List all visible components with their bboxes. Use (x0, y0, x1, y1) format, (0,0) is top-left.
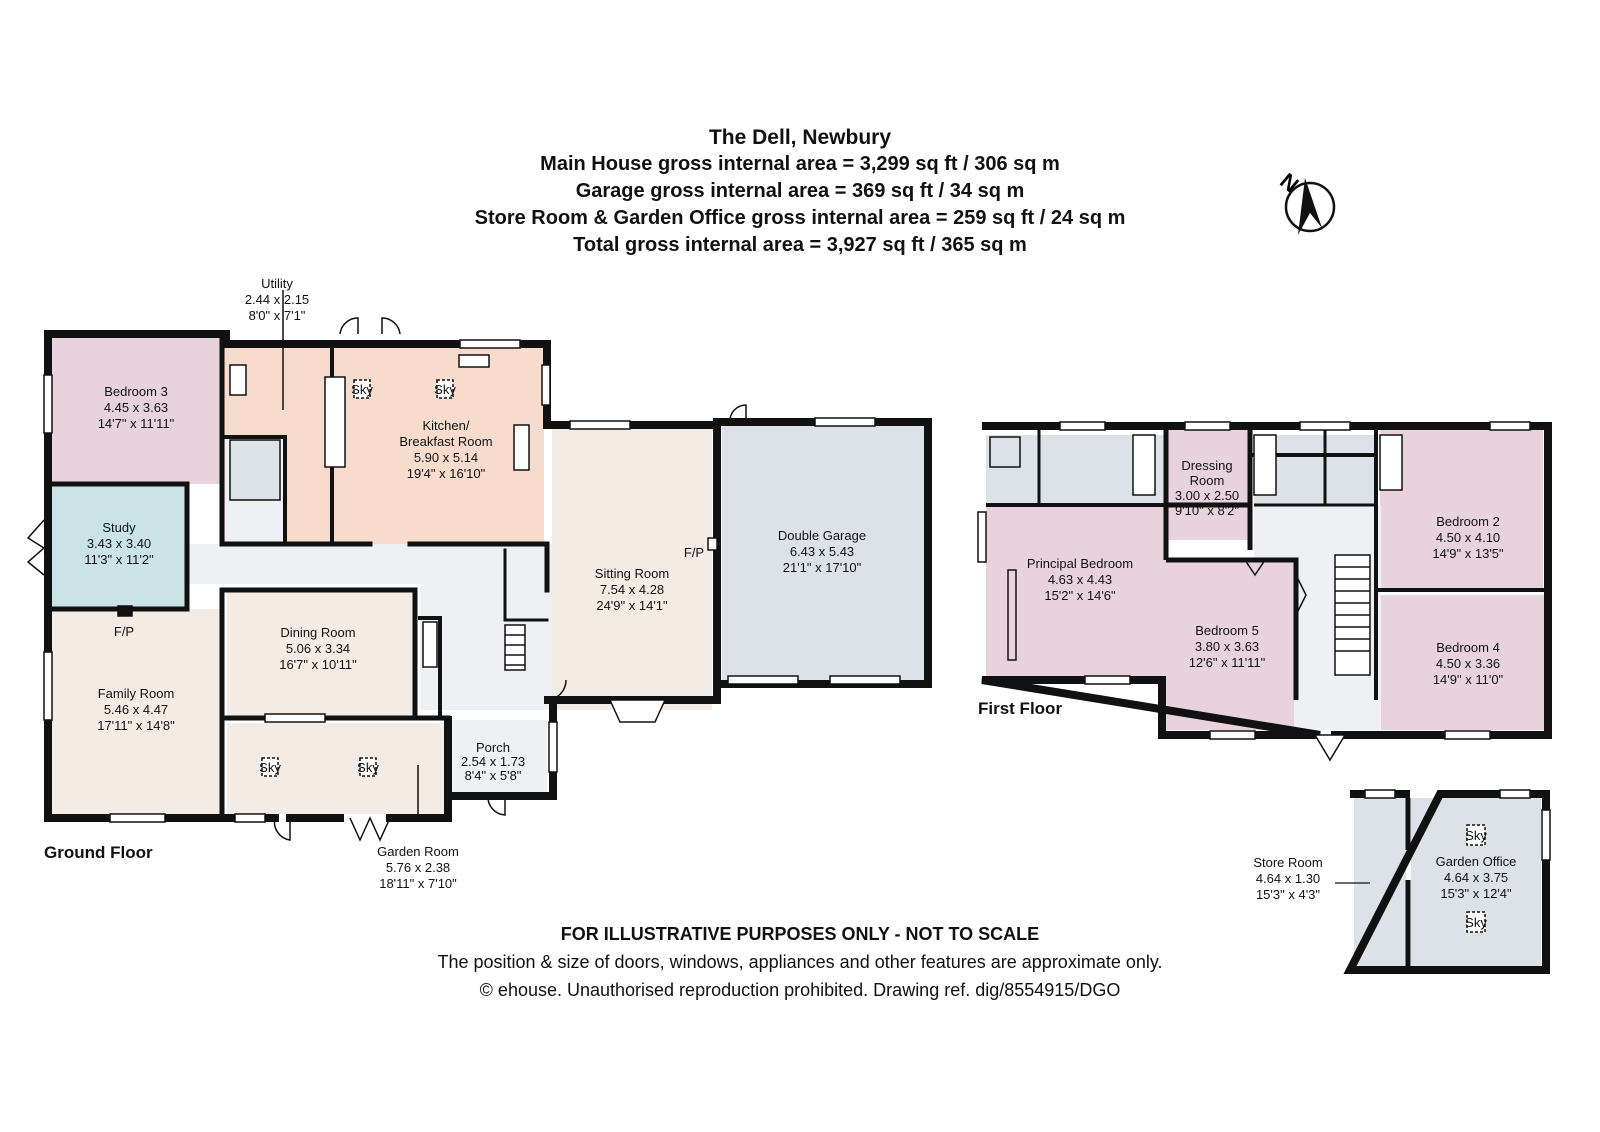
kitchen-name: Kitchen/ (423, 418, 470, 433)
room-bedroom-2: Bedroom 2 4.50 x 4.10 14'9" x 13'5" (1432, 514, 1504, 561)
sitting-name: Sitting Room (595, 566, 669, 581)
study-imperial: 11'3" x 11'2" (84, 552, 154, 567)
porch-metric: 2.54 x 1.73 (461, 754, 525, 769)
family-metric: 5.46 x 4.47 (104, 702, 168, 717)
porch-imperial: 8'4" x 5'8" (465, 768, 522, 783)
sitting-metric: 7.54 x 4.28 (600, 582, 664, 597)
porch-name: Porch (476, 740, 510, 755)
footer: FOR ILLUSTRATIVE PURPOSES ONLY - NOT TO … (0, 920, 1600, 1004)
compass-letter: N (1275, 168, 1303, 197)
bedroom2-name: Bedroom 2 (1436, 514, 1500, 529)
ground-floor-label: Ground Floor (44, 843, 153, 862)
utility-imperial: 8'0" x 7'1" (249, 308, 306, 323)
garage-name: Double Garage (778, 528, 866, 543)
sky-label: Sky (434, 382, 456, 397)
sky-label: Sky (259, 760, 281, 775)
outbuilding (1343, 789, 1551, 974)
area-store-office: Store Room & Garden Office gross interna… (474, 207, 1126, 229)
first-floor-details (977, 421, 1531, 762)
room-bedroom-4: Bedroom 4 4.50 x 3.36 14'9" x 11'0" (1433, 640, 1504, 687)
kitchen-metric: 5.90 x 5.14 (414, 450, 478, 465)
bedroom4-name: Bedroom 4 (1436, 640, 1500, 655)
bedroom3-name: Bedroom 3 (104, 384, 168, 399)
store-imperial: 15'3" x 4'3" (1256, 887, 1320, 902)
room-garden-office: Garden Office 4.64 x 3.75 15'3" x 12'4" (1436, 854, 1517, 901)
room-sitting: Sitting Room 7.54 x 4.28 24'9" x 14'1" (595, 566, 669, 613)
garden-room-name: Garden Room (377, 844, 459, 859)
room-utility: Utility 2.44 x 2.15 8'0" x 7'1" (245, 276, 309, 323)
dressing-imperial: 9'10" x 8'2" (1175, 503, 1239, 518)
garden-room-imperial: 18'11" x 7'10" (379, 876, 457, 891)
kitchen-imperial: 19'4" x 16'10" (407, 466, 486, 481)
bedroom4-imperial: 14'9" x 11'0" (1433, 672, 1504, 687)
disclaimer: FOR ILLUSTRATIVE PURPOSES ONLY - NOT TO … (560, 924, 1040, 944)
property-title: The Dell, Newbury (708, 126, 892, 149)
room-dressing: Dressing Room 3.00 x 2.50 9'10" x 8'2" (1175, 458, 1240, 518)
sky-label: Sky (351, 382, 373, 397)
garden-office-imperial: 15'3" x 12'4" (1440, 886, 1512, 901)
sky-label: Sky (1465, 915, 1487, 930)
copyright: © ehouse. Unauthorised reproduction proh… (479, 980, 1121, 1000)
garage-metric: 6.43 x 5.43 (790, 544, 854, 559)
dressing-metric: 3.00 x 2.50 (1175, 488, 1239, 503)
bedroom3-imperial: 14'7" x 11'11" (98, 416, 175, 431)
fp-label: F/P (114, 624, 134, 639)
kitchen-name2: Breakfast Room (399, 434, 492, 449)
fp-label: F/P (684, 545, 704, 560)
footer-note: The position & size of doors, windows, a… (437, 952, 1163, 972)
principal-metric: 4.63 x 4.43 (1048, 572, 1112, 587)
garden-office-metric: 4.64 x 3.75 (1444, 870, 1508, 885)
dining-imperial: 16'7" x 10'11" (279, 657, 357, 672)
bedroom5-imperial: 12'6" x 11'11" (1189, 655, 1266, 670)
dining-metric: 5.06 x 3.34 (286, 641, 350, 656)
family-name: Family Room (98, 686, 175, 701)
utility-metric: 2.44 x 2.15 (245, 292, 309, 307)
room-garage: Double Garage 6.43 x 5.43 21'1" x 17'10" (778, 528, 866, 575)
ground-floor-details (26, 290, 901, 842)
room-principal-bedroom: Principal Bedroom 4.63 x 4.43 15'2" x 14… (1027, 556, 1133, 603)
room-dining: Dining Room 5.06 x 3.34 16'7" x 10'11" (279, 625, 357, 672)
area-main-house: Main House gross internal area = 3,299 s… (540, 153, 1060, 175)
dressing-name: Dressing (1181, 458, 1232, 473)
garage-imperial: 21'1" x 17'10" (783, 560, 862, 575)
dressing-name2: Room (1190, 473, 1225, 488)
room-bedroom-3: Bedroom 3 4.45 x 3.63 14'7" x 11'11" (98, 384, 175, 431)
principal-name: Principal Bedroom (1027, 556, 1133, 571)
room-garden-room: Garden Room 5.76 x 2.38 18'11" x 7'10" (377, 844, 459, 891)
sky-label: Sky (357, 760, 379, 775)
sky-markers: Sky Sky Sky Sky Sky Sky F/P F/P (114, 382, 1487, 930)
bedroom4-metric: 4.50 x 3.36 (1436, 656, 1500, 671)
room-store: Store Room 4.64 x 1.30 15'3" x 4'3" (1253, 855, 1322, 902)
room-bedroom-5: Bedroom 5 3.80 x 3.63 12'6" x 11'11" (1189, 623, 1266, 670)
area-total: Total gross internal area = 3,927 sq ft … (573, 234, 1027, 256)
garden-office-name: Garden Office (1436, 854, 1517, 869)
area-garage: Garage gross internal area = 369 sq ft /… (575, 180, 1025, 202)
bedroom5-name: Bedroom 5 (1195, 623, 1259, 638)
study-metric: 3.43 x 3.40 (87, 536, 151, 551)
room-porch: Porch 2.54 x 1.73 8'4" x 5'8" (461, 740, 525, 783)
bedroom2-metric: 4.50 x 4.10 (1436, 530, 1500, 545)
first-floor-label: First Floor (978, 699, 1062, 718)
room-kitchen: Kitchen/ Breakfast Room 5.90 x 5.14 19'4… (399, 418, 492, 481)
room-study: Study 3.43 x 3.40 11'3" x 11'2" (84, 520, 154, 567)
utility-name: Utility (261, 276, 293, 291)
header: The Dell, Newbury Main House gross inter… (0, 124, 1600, 259)
sky-label: Sky (1465, 828, 1487, 843)
compass-icon: N (1275, 168, 1336, 235)
room-family: Family Room 5.46 x 4.47 17'11" x 14'8" (97, 686, 175, 733)
bedroom3-metric: 4.45 x 3.63 (104, 400, 168, 415)
bedroom2-imperial: 14'9" x 13'5" (1432, 546, 1504, 561)
sitting-imperial: 24'9" x 14'1" (596, 598, 668, 613)
dining-name: Dining Room (280, 625, 355, 640)
garden-room-metric: 5.76 x 2.38 (386, 860, 450, 875)
bedroom5-metric: 3.80 x 3.63 (1195, 639, 1259, 654)
store-metric: 4.64 x 1.30 (1256, 871, 1320, 886)
study-name: Study (102, 520, 136, 535)
store-name: Store Room (1253, 855, 1322, 870)
family-imperial: 17'11" x 14'8" (97, 718, 175, 733)
principal-imperial: 15'2" x 14'6" (1044, 588, 1116, 603)
